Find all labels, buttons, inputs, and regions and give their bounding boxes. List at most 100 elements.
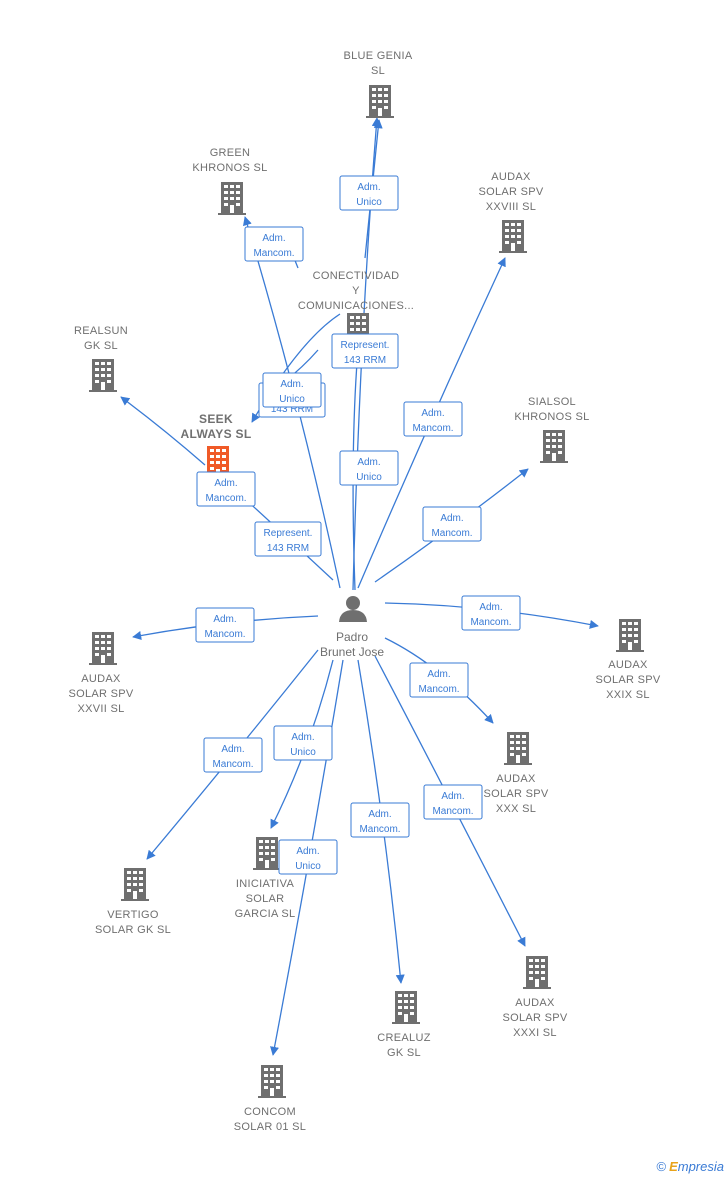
relation-label-box[interactable]: Adm.Unico	[278, 839, 338, 875]
relation-label-box[interactable]: Adm.Unico	[273, 725, 333, 761]
company-label[interactable]: AUDAX	[496, 773, 536, 785]
building-icon[interactable]	[258, 1065, 286, 1098]
company-label[interactable]: SL	[371, 65, 385, 77]
company-node-blue-genia[interactable]: BLUE GENIA SL	[343, 50, 413, 118]
company-label[interactable]: XXXI SL	[513, 1027, 557, 1039]
building-icon[interactable]	[616, 619, 644, 652]
relation-label-box[interactable]: Adm.Mancom.	[409, 662, 469, 698]
company-label[interactable]: BLUE GENIA	[343, 50, 412, 62]
relation-label-text: Adm.	[221, 744, 244, 755]
relation-label-text: Adm.	[440, 513, 463, 524]
company-label[interactable]: SOLAR 01 SL	[234, 1121, 306, 1133]
company-label[interactable]: SOLAR	[246, 893, 285, 905]
relation-label-text: Adm.	[421, 408, 444, 419]
relation-label-box[interactable]: Adm.Unico	[262, 372, 322, 408]
company-label[interactable]: SOLAR SPV	[502, 1012, 567, 1024]
company-label[interactable]: AUDAX	[608, 659, 648, 671]
company-label[interactable]: AUDAX	[81, 673, 121, 685]
company-label[interactable]: SIALSOL	[528, 396, 576, 408]
company-node-conectividad[interactable]: CONECTIVIDAD Y COMUNICACIONES...	[298, 270, 414, 346]
company-label[interactable]: ALWAYS SL	[181, 427, 252, 441]
company-label[interactable]: INICIATIVA	[236, 878, 295, 890]
company-label[interactable]: XXIX SL	[606, 689, 650, 701]
relation-label-text: 143 RRM	[344, 355, 386, 366]
company-node-concom[interactable]: CONCOM SOLAR 01 SL	[234, 1065, 306, 1133]
company-label[interactable]: XXVIII SL	[486, 201, 536, 213]
footer: ©Empresia	[656, 1159, 724, 1174]
relation-label-box[interactable]: Adm.Unico	[339, 175, 399, 211]
company-label[interactable]: AUDAX	[491, 171, 531, 183]
company-label[interactable]: COMUNICACIONES...	[298, 300, 414, 312]
relation-label-box[interactable]: Adm.Mancom.	[423, 784, 483, 820]
relation-label-text: Unico	[279, 394, 305, 405]
relation-label-text: Unico	[290, 747, 316, 758]
building-icon[interactable]	[218, 182, 246, 215]
relation-label-box[interactable]: Represent.143 RRM	[254, 521, 322, 557]
company-node-iniciativa[interactable]: INICIATIVA SOLAR GARCIA SL	[235, 837, 296, 920]
company-label[interactable]: VERTIGO	[107, 909, 159, 921]
relation-label-box[interactable]: Adm.Mancom.	[403, 401, 463, 437]
company-label[interactable]: CONCOM	[244, 1106, 296, 1118]
building-icon[interactable]	[253, 837, 281, 870]
company-label[interactable]: REALSUN	[74, 325, 128, 337]
company-node-green-khronos[interactable]: GREEN KHRONOS SL	[192, 147, 267, 215]
relation-label-box[interactable]: Adm. Mancom.	[422, 506, 482, 542]
relation-label-box[interactable]: Adm.Mancom.	[196, 471, 256, 507]
company-label[interactable]: GREEN	[210, 147, 251, 159]
building-icon[interactable]	[392, 991, 420, 1024]
relation-label-text: Mancom.	[431, 528, 472, 539]
relation-label-text: Represent.	[264, 528, 313, 539]
person-icon[interactable]	[339, 596, 367, 622]
company-label[interactable]: SOLAR GK SL	[95, 924, 171, 936]
company-node-audax-xxx[interactable]: AUDAX SOLAR SPV XXX SL	[483, 732, 549, 815]
company-label[interactable]: Y	[352, 285, 360, 297]
company-label[interactable]: GK SL	[84, 340, 118, 352]
company-label[interactable]: XXVII SL	[77, 703, 124, 715]
building-icon[interactable]	[366, 85, 394, 118]
company-label[interactable]: SEEK	[199, 412, 233, 426]
company-node-audax-xxxi[interactable]: AUDAX SOLAR SPV XXXI SL	[502, 956, 568, 1039]
relation-label-text: Mancom.	[470, 617, 511, 628]
person-label[interactable]: Brunet Jose	[320, 645, 384, 659]
company-label[interactable]: AUDAX	[515, 997, 555, 1009]
relation-label-text: Adm.	[427, 669, 450, 680]
company-node-audax-xxviii[interactable]: AUDAX SOLAR SPV XXVIII SL	[478, 171, 544, 253]
company-label[interactable]: SOLAR SPV	[478, 186, 543, 198]
relation-label-box[interactable]: Adm.Mancom.	[244, 226, 304, 262]
company-label[interactable]: SOLAR SPV	[68, 688, 133, 700]
company-label[interactable]: GK SL	[387, 1047, 421, 1059]
building-icon[interactable]	[540, 430, 568, 463]
building-icon[interactable]	[499, 220, 527, 253]
building-icon[interactable]	[89, 632, 117, 665]
relation-label-text: Mancom.	[432, 806, 473, 817]
company-label[interactable]: CREALUZ	[377, 1032, 430, 1044]
relation-label-box[interactable]: Represent.143 RRM	[331, 333, 399, 369]
company-label[interactable]: GARCIA SL	[235, 908, 296, 920]
relation-label-box[interactable]: Adm.Mancom.	[461, 595, 521, 631]
relation-label-text: Mancom.	[204, 629, 245, 640]
company-label[interactable]: KHRONOS SL	[514, 411, 589, 423]
company-node-audax-xxix[interactable]: AUDAX SOLAR SPV XXIX SL	[595, 619, 661, 701]
relation-label-box[interactable]: Adm. Mancom.	[195, 607, 255, 643]
company-label[interactable]: XXX SL	[496, 803, 536, 815]
company-node-vertigo[interactable]: VERTIGO SOLAR GK SL	[95, 868, 171, 936]
building-icon[interactable]	[89, 359, 117, 392]
relation-label-box[interactable]: Adm.Unico	[339, 450, 399, 486]
building-icon[interactable]	[523, 956, 551, 989]
relation-label-box[interactable]: Adm.Mancom.	[350, 802, 410, 838]
building-icon[interactable]	[121, 868, 149, 901]
company-label[interactable]: SOLAR SPV	[595, 674, 660, 686]
company-label[interactable]: KHRONOS SL	[192, 162, 267, 174]
building-icon[interactable]	[504, 732, 532, 765]
relation-label-text: Adm.	[213, 614, 236, 625]
company-node-sialsol[interactable]: SIALSOL KHRONOS SL	[514, 396, 589, 463]
company-label[interactable]: CONECTIVIDAD	[313, 270, 400, 282]
company-node-realsun[interactable]: REALSUN GK SL	[74, 325, 128, 392]
person-label[interactable]: Padro	[336, 630, 368, 644]
relation-label-box[interactable]: Adm.Mancom.	[203, 737, 263, 773]
company-node-audax-xxvii[interactable]: AUDAX SOLAR SPV XXVII SL	[68, 632, 134, 715]
company-label[interactable]: SOLAR SPV	[483, 788, 548, 800]
company-node-crealuz[interactable]: CREALUZ GK SL	[377, 991, 430, 1059]
